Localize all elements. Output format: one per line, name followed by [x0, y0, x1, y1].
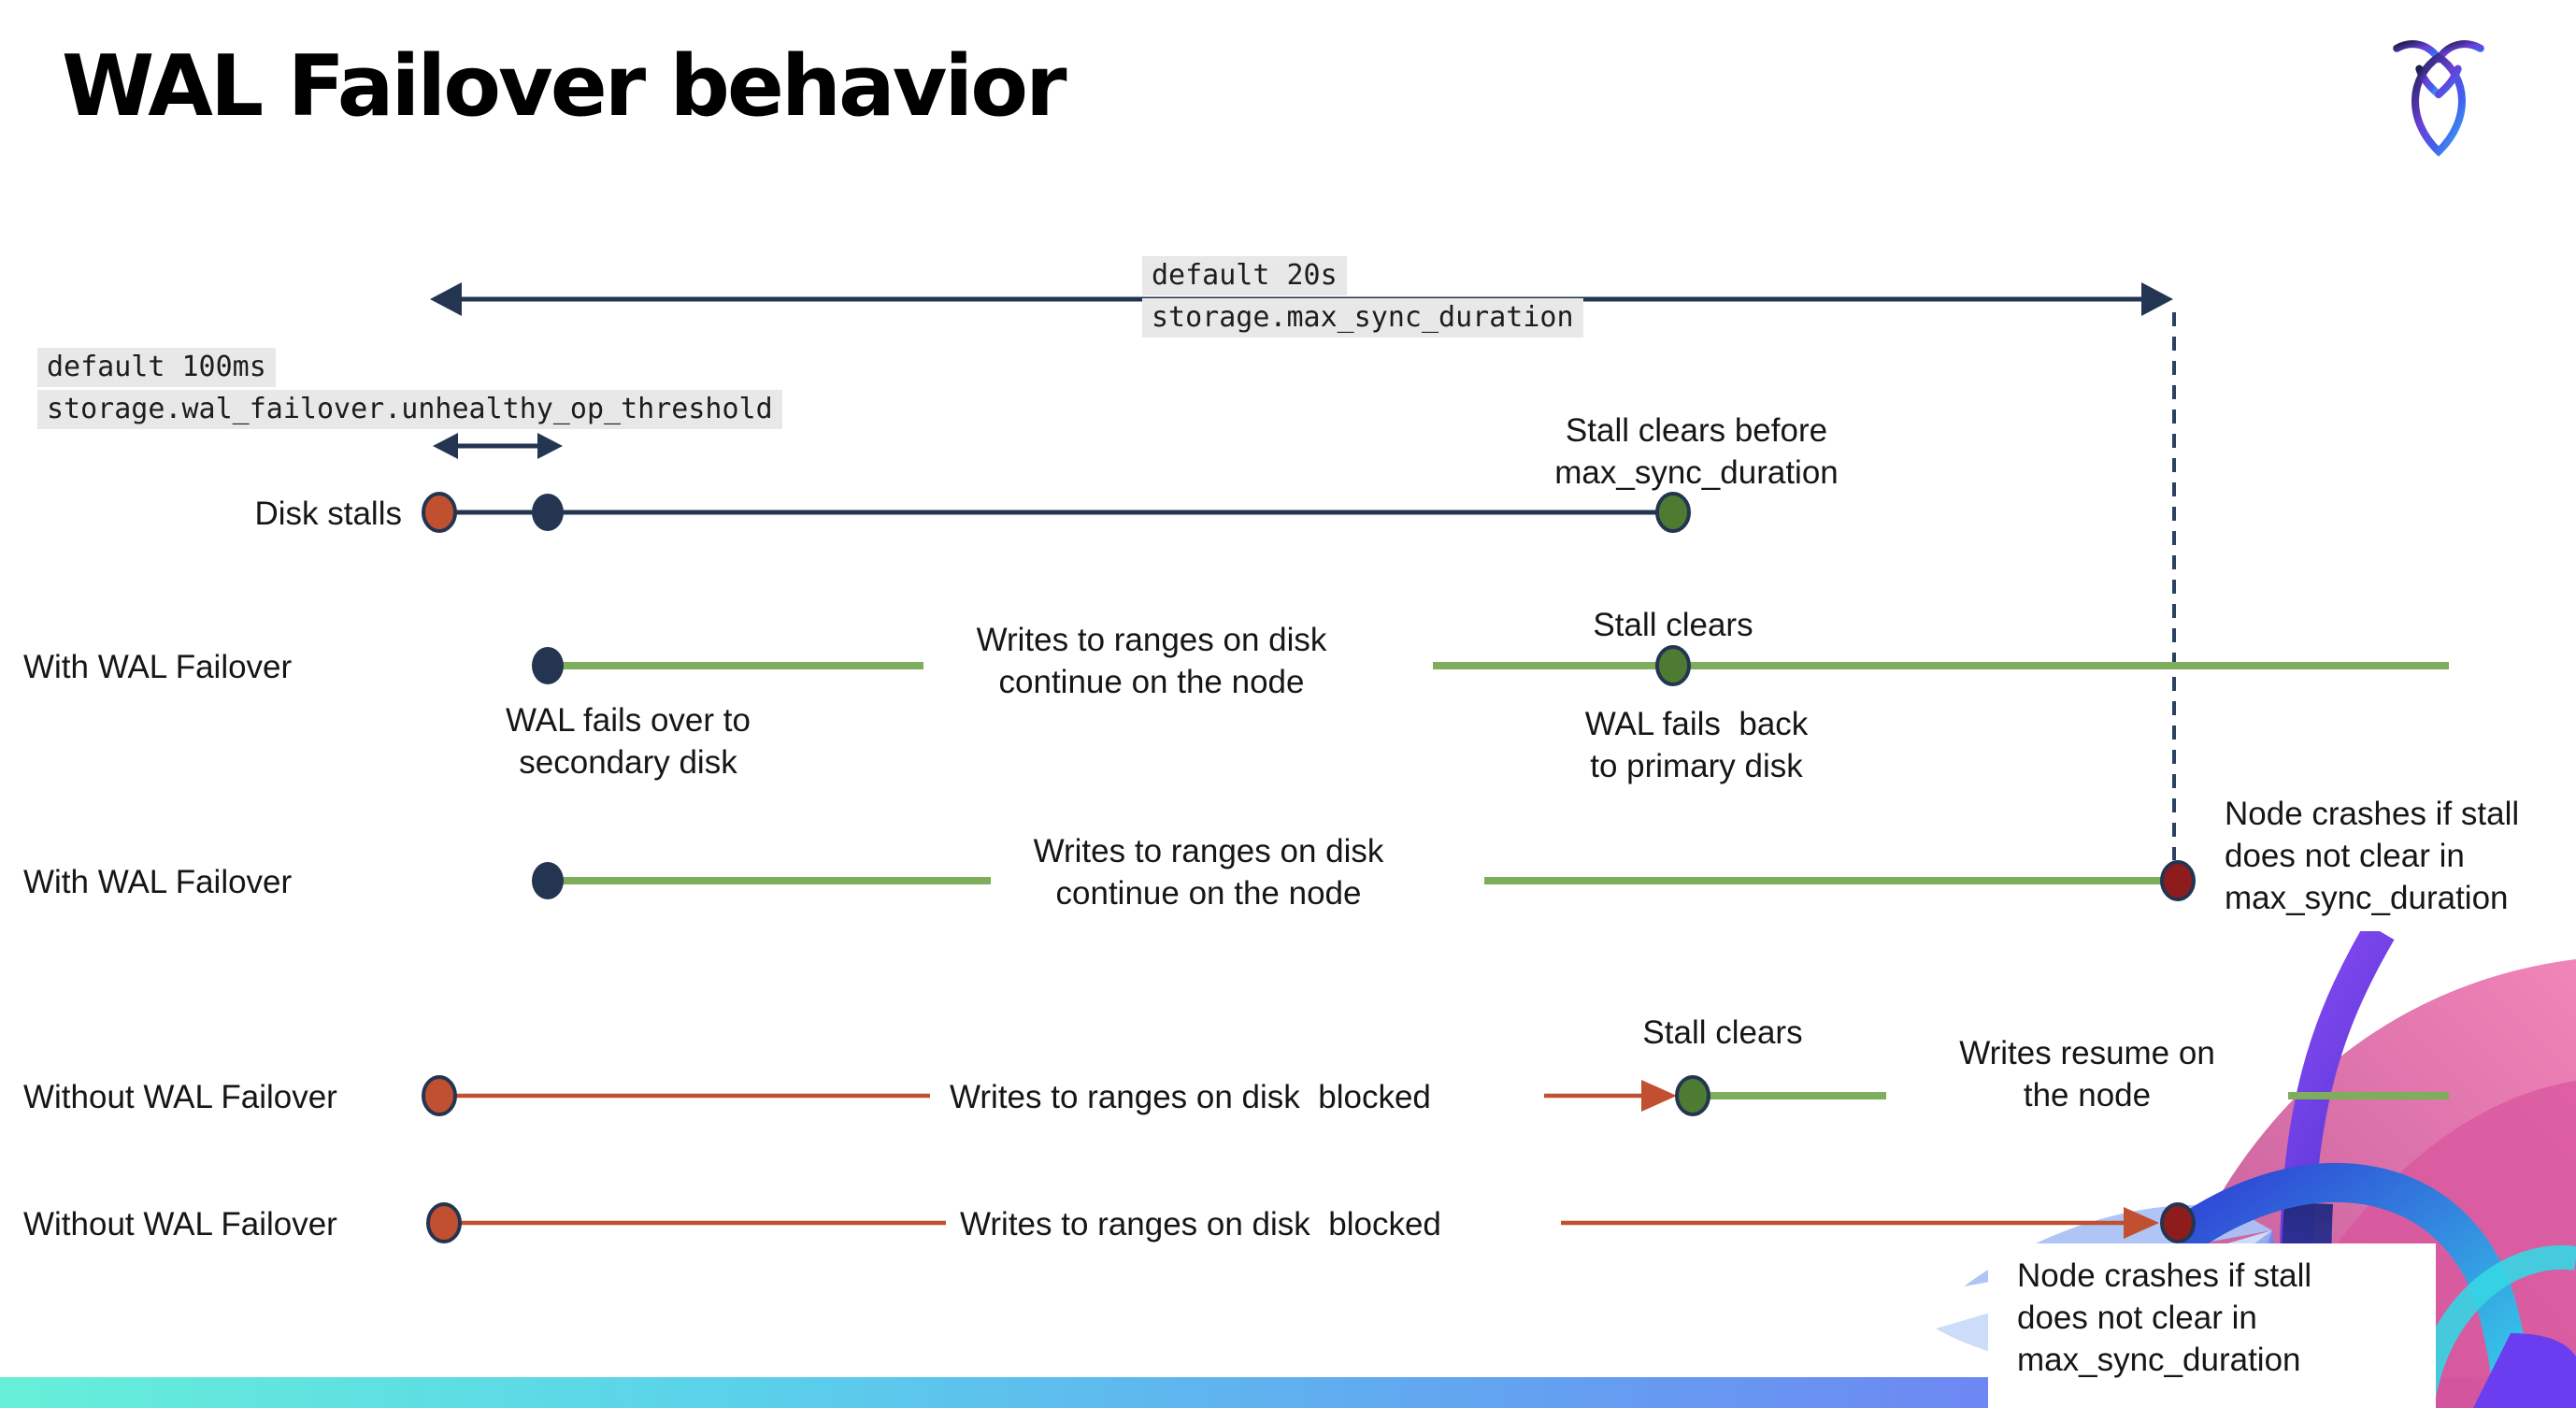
node-crash-dot-row3 [2160, 860, 2196, 901]
row-label-with-wal-failover-2: With WAL Failover [23, 864, 293, 900]
caption-writes-blocked-row4: Writes to ranges on disk blocked [950, 1079, 1431, 1115]
threshold-dot [532, 494, 564, 531]
caption-wal-fails-back: WAL fails back to primary disk [1584, 706, 1809, 784]
cockroachdb-logo-icon [2393, 40, 2484, 157]
row-label-disk-stalls: Disk stalls [254, 496, 402, 532]
threshold-arrowhead-right [537, 433, 563, 459]
stall-start-dot [422, 492, 457, 533]
caption-stall-clears-row4: Stall clears [1642, 1014, 1803, 1051]
failover-dot-row2 [532, 647, 564, 684]
stall-clears-dot-row1 [1655, 492, 1691, 533]
stall-clears-dot-row4 [1675, 1075, 1710, 1116]
caption-node-crashes-row3: Node crashes if stall does not clear in … [2225, 796, 2520, 916]
stall-start-dot-row5 [426, 1202, 462, 1243]
stall-clears-dot-row2 [1655, 645, 1691, 686]
row-label-without-wal-failover-2: Without WAL Failover [23, 1206, 337, 1243]
caption-writes-blocked-row5: Writes to ranges on disk blocked [960, 1206, 1441, 1243]
page-title: WAL Failover behavior [62, 37, 1066, 136]
node-crash-callout-box [1988, 1243, 2436, 1408]
logo-antenna-right [2434, 40, 2484, 64]
span-arrowhead-right [2141, 282, 2173, 316]
caption-wal-fails-over: WAL fails over to secondary disk [506, 702, 751, 781]
caption-stall-clears-before: Stall clears before max_sync_duration [1554, 412, 1839, 491]
span-arrowhead-left [430, 282, 462, 316]
logo-antenna-left [2393, 40, 2443, 64]
blocked-arrowhead-row5 [2124, 1207, 2159, 1239]
unhealthy-op-setting-name: storage.wal_failover.unhealthy_op_thresh… [37, 390, 782, 429]
max-sync-default-label: default 20s [1142, 256, 1347, 295]
caption-writes-continue-row3: Writes to ranges on disk continue on the… [1033, 833, 1384, 912]
max-sync-setting-name: storage.max_sync_duration [1142, 298, 1583, 338]
unhealthy-op-default-label: default 100ms [37, 348, 276, 387]
failover-dot-row3 [532, 862, 564, 899]
row-label-without-wal-failover-1: Without WAL Failover [23, 1079, 337, 1115]
caption-writes-continue-row2: Writes to ranges on disk continue on the… [976, 622, 1327, 700]
threshold-arrowhead-left [433, 433, 458, 459]
stall-start-dot-row4 [422, 1075, 457, 1116]
caption-writes-resume: Writes resume on the node [1959, 1035, 2215, 1113]
logo-vein-right [2434, 65, 2462, 99]
blocked-arrowhead-row4 [1641, 1080, 1677, 1112]
violet-corner [2473, 1333, 2576, 1408]
caption-node-crashes-row5: Node crashes if stall does not clear in … [2017, 1257, 2312, 1378]
caption-stall-clears-row2: Stall clears [1593, 607, 1753, 643]
row-label-with-wal-failover-1: With WAL Failover [23, 649, 293, 685]
logo-vein-left [2415, 65, 2443, 99]
node-crash-dot-row5 [2160, 1202, 2196, 1243]
